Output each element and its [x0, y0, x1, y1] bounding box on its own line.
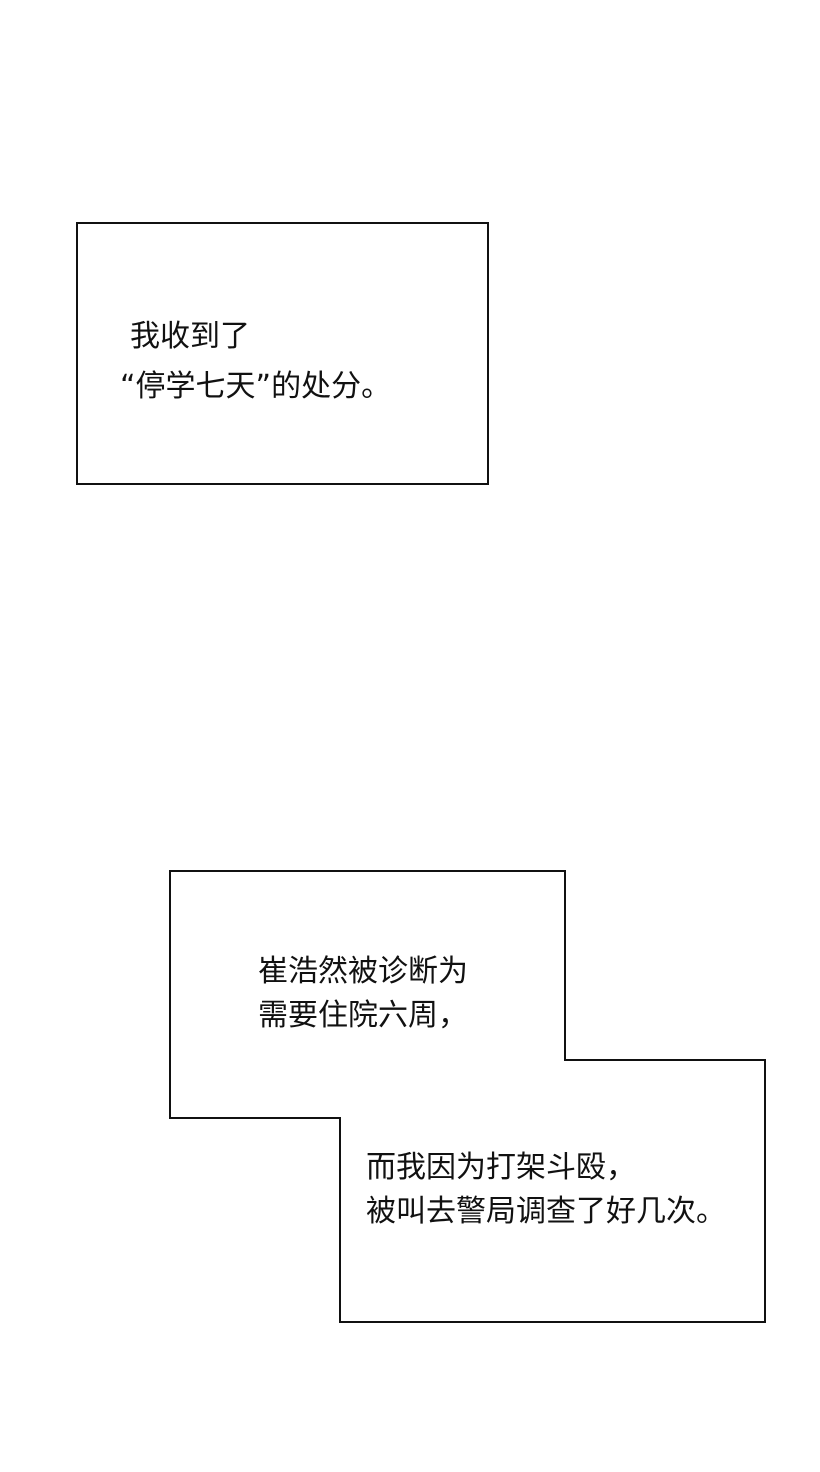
caption-bottom-part-2-line-1: 而我因为打架斗殴，	[366, 1150, 636, 1185]
caption-top-text: 我收到了 “停学七天”的处分。	[120, 312, 391, 412]
caption-bottom-part-2-line-2: 被叫去警局调查了好几次。	[366, 1194, 726, 1229]
caption-top-line-2: “停学七天”的处分。	[120, 369, 392, 404]
caption-box-top	[76, 222, 489, 485]
caption-top-line-1: 我收到了	[130, 319, 250, 354]
caption-bottom-part-1-line-2: 需要住院六周，	[258, 998, 468, 1033]
caption-bottom-text-part-1: 崔浩然被诊断为 需要住院六周，	[258, 950, 468, 1038]
caption-bottom-text-part-2: 而我因为打架斗殴， 被叫去警局调查了好几次。	[366, 1146, 726, 1234]
stepped-caption-border	[169, 870, 766, 1323]
caption-bottom-part-1-line-1: 崔浩然被诊断为	[258, 954, 468, 989]
